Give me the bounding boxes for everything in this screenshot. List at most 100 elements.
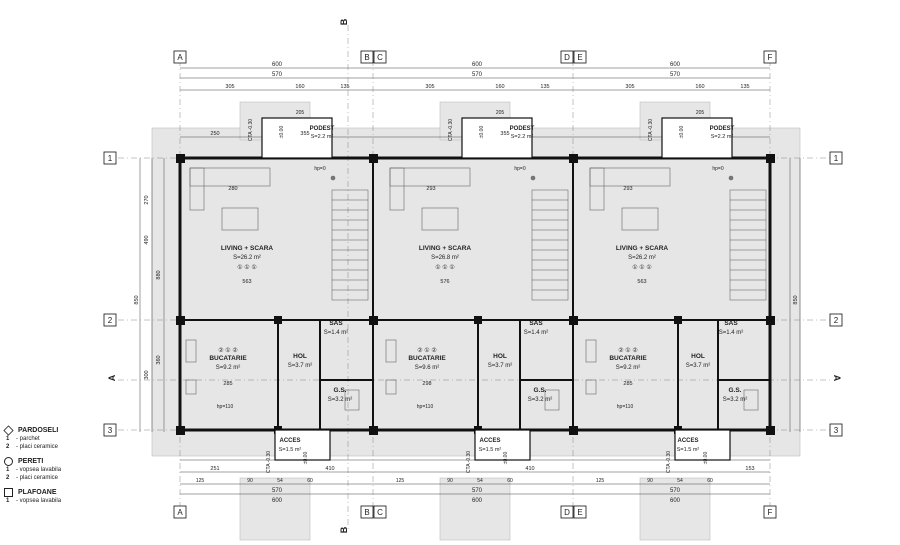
dim-bottom-row2: 90 [247,478,253,484]
axis-3-right-label: 3 [834,426,839,435]
room-area-living: S=26.8 m² [431,255,459,261]
room-name-sas: SAS [724,320,738,327]
room-name-living: LIVING + SCARA [419,245,471,252]
dim-bay-bottom: 600 [472,498,483,504]
room-area-sas: S=1.4 m² [524,330,549,336]
axis-d-bottom-label: D [564,508,570,517]
room-area-hol: S=3.7 m² [686,363,711,369]
dim-living-width: 563 [637,279,646,285]
axis-d-top: D [560,50,574,64]
room-area-hol: S=3.7 m² [488,363,513,369]
dim-top-row: 305 [225,84,234,90]
axis-3-left-label: 3 [108,426,113,435]
room-name-gs: G.S. [728,387,741,394]
dim-bottom-row2: 90 [647,478,653,484]
dim-top-row: 135 [340,84,349,90]
cta-level-bottom: CTA -0.30 [266,451,272,473]
dim-top-row: 135 [740,84,749,90]
axis-a-top-label: A [177,53,183,62]
dim-left-vertical: 490 [144,235,150,244]
room-name-gs: G.S. [533,387,546,394]
dim-bottom-row2: 60 [707,478,713,484]
dim-right-vertical: 850 [793,295,799,304]
room-area-bucatarie: S=9.2 m² [616,365,641,371]
dim-bottom-row: 410 [525,466,534,472]
axis-f-bottom: F [763,505,777,519]
legend-item: 2- placi ceramice [6,475,59,481]
dim-bay: 600 [670,62,681,68]
room-area-podest: S=2.2 m² [311,134,334,140]
dim-inner-bottom: 570 [670,488,681,494]
room-area-acces: S=1.5 m² [677,447,700,453]
level-zero-top: ±0.00 [679,126,685,139]
room-area-gs: S=3.2 m² [328,397,353,403]
section-mark-a-left: A [107,374,117,381]
window-sill-height: hp=110 [417,404,434,410]
legend-item: 1- vopsea lavabila [6,467,62,473]
room-labels: LIVING + SCARA S=26.2 m² ① ① ① 563 280LIVING… [209,126,747,453]
cta-level-bottom: CTA -0.30 [666,451,672,473]
room-finish-living: ① ① ① [237,264,256,271]
axis-b-top-label: B [364,53,369,62]
axis-c-bottom: C [373,505,387,519]
axis-f-top-label: F [768,53,773,62]
axis-b-top: B [360,50,374,64]
axis-a-bottom: A [173,505,187,519]
legend-plafoane-title: PLAFOANE [18,489,57,496]
axis-2-right-label: 2 [834,316,839,325]
dim-inner-bottom: 570 [472,488,483,494]
axis-d-top-label: D [564,53,570,62]
dim-bottom-row: 410 [325,466,334,472]
dim-left-vertical: 300 [144,370,150,379]
furniture [185,167,759,411]
room-name-living: LIVING + SCARA [221,245,273,252]
axis-b-bottom: B [360,505,374,519]
axis-1-left: 1 [103,151,117,165]
axis-e-bottom-label: E [577,508,582,517]
dim-left-vertical: 850 [134,295,140,304]
room-name-hol: HOL [691,353,705,360]
legend-item: 1- parchet [6,436,40,442]
room-name-podest: PODEST [510,126,535,132]
section-mark-a-right: A [832,375,842,382]
level-zero-bottom: ±0.00 [503,452,509,465]
axis-1-left-label: 1 [108,154,113,163]
dim-left-vertical: 360 [156,355,162,364]
dim-podest-width: 205 [696,110,705,116]
finish-legend: PARDOSELI 1- parchet 2- placi ceramice P… [3,420,114,505]
room-name-acces: ACCES [479,438,500,444]
room-finish-living: ① ① ① [632,264,651,271]
room-area-sas: S=1.4 m² [324,330,349,336]
room-area-living: S=26.2 m² [628,255,656,261]
room-name-hol: HOL [293,353,307,360]
dim-inner: 570 [272,72,283,78]
dim-bay: 600 [472,62,483,68]
dim-mid-row: 250 [210,131,219,137]
dim-top-row: 160 [495,84,504,90]
axis-a-top: A [173,50,187,64]
section-mark-b-bottom: B [339,526,349,533]
window-sill-height: hp=110 [217,404,234,410]
dim-mid-row: 355 [500,131,509,137]
room-area-sas: S=1.4 m² [719,330,744,336]
dim-inner: 570 [472,72,483,78]
dim-inner: 570 [670,72,681,78]
level-zero-bottom: ±0.00 [703,452,709,465]
axis-f-top: F [763,50,777,64]
room-name-acces: ACCES [279,438,300,444]
legend-plafoane: PLAFOANE [4,488,114,497]
dim-left-vertical: 270 [144,195,150,204]
cta-level-top: CTA -0.30 [648,119,654,141]
axis-e-bottom: E [573,505,587,519]
dim-top-row: 160 [695,84,704,90]
dim-top-row: 305 [625,84,634,90]
legend-pardoseli: PARDOSELI [3,425,114,436]
axis-e-top: E [573,50,587,64]
dim-bay-bottom: 600 [272,498,283,504]
axis-e-top-label: E [577,53,582,62]
dim-bottom-row2: 125 [396,478,405,484]
dim-living-depth: 280 [228,186,237,192]
terrace-areas [151,101,801,541]
dim-top-row: 135 [540,84,549,90]
dim-mid-row: 355 [300,131,309,137]
